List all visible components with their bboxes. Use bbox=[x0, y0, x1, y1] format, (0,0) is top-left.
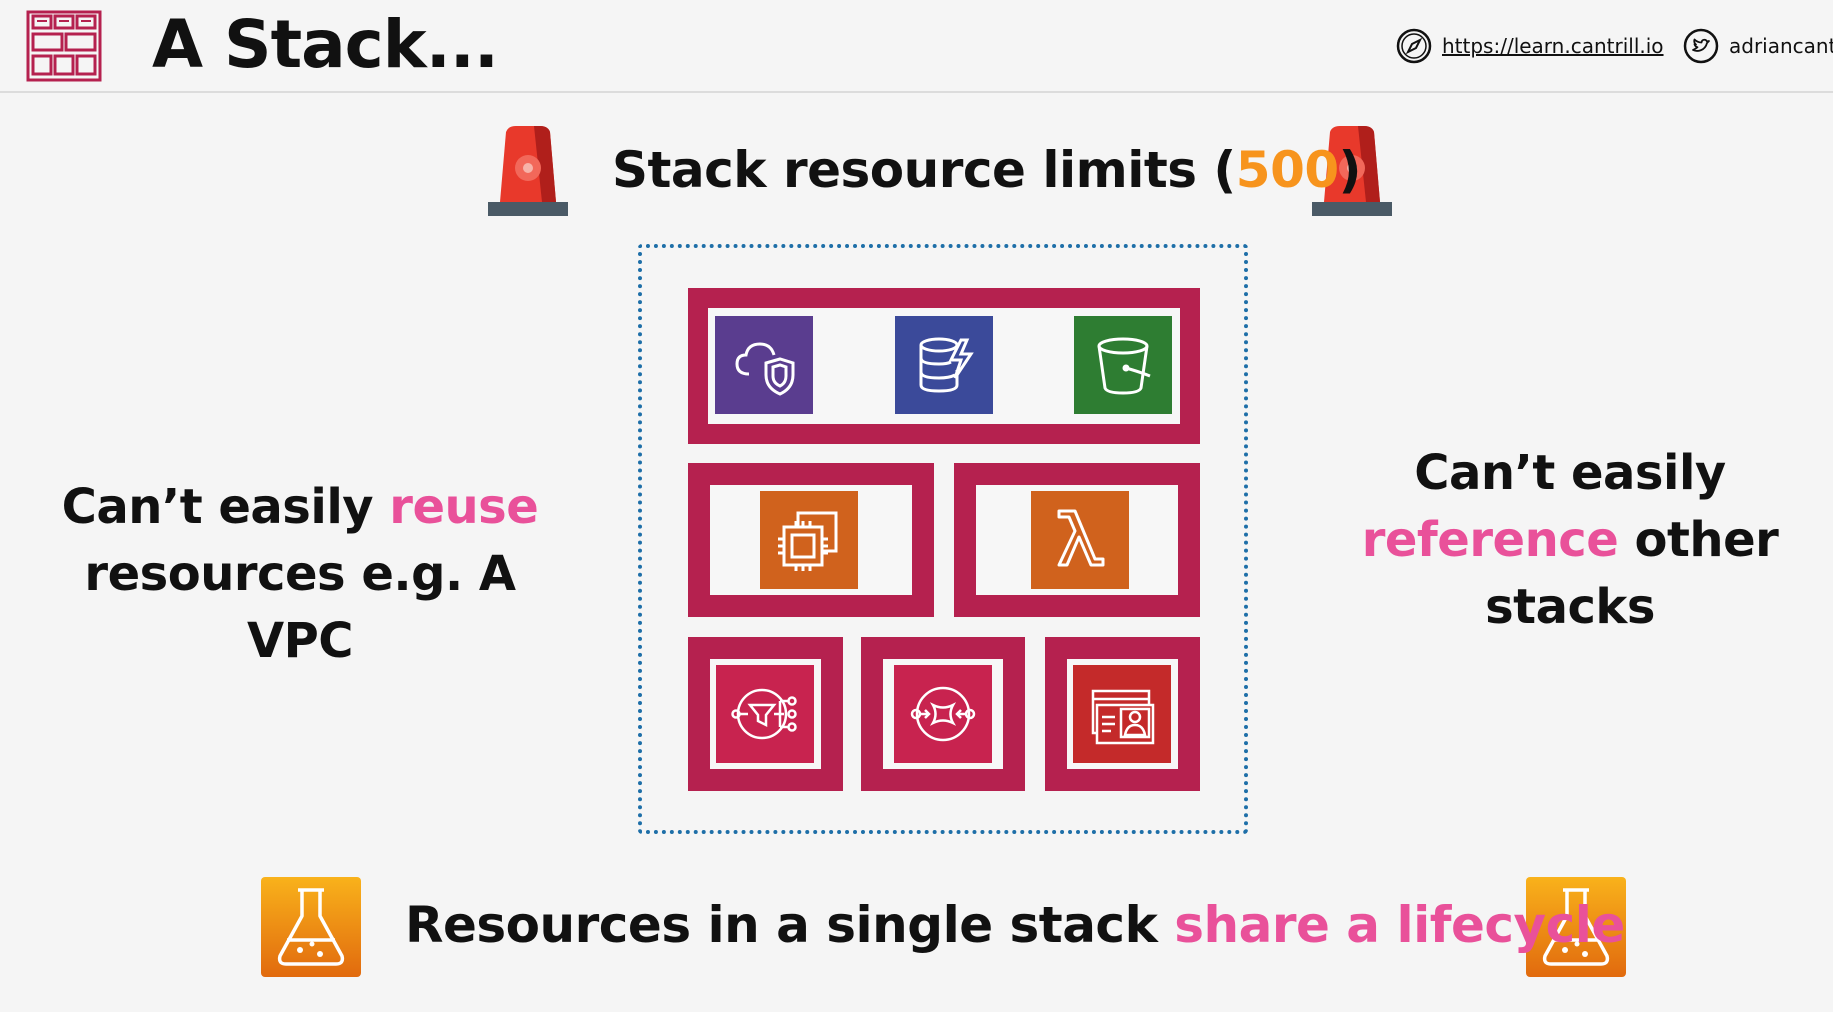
reuse-highlight: reuse bbox=[389, 479, 539, 535]
stack-frame-top bbox=[688, 288, 1200, 444]
stack-frame-mid-right bbox=[954, 463, 1200, 617]
flask-icon bbox=[1526, 877, 1626, 977]
sns-funnel-icon bbox=[716, 665, 814, 763]
sqs-icon bbox=[894, 665, 992, 763]
twitter-icon bbox=[1683, 28, 1719, 64]
site-link[interactable]: https://learn.cantrill.io bbox=[1396, 28, 1664, 64]
siren-icon bbox=[1312, 126, 1392, 216]
s3-bucket-icon bbox=[1074, 316, 1172, 414]
stack-frame-mid-left bbox=[688, 463, 934, 617]
lambda-icon bbox=[1031, 491, 1129, 589]
reference-line1: Can’t easily bbox=[1414, 445, 1726, 501]
dynamodb-icon bbox=[895, 316, 993, 414]
identity-card-icon bbox=[1073, 665, 1171, 763]
stack-frame-bottom-right bbox=[1045, 637, 1200, 791]
reuse-line2: resources e.g. A VPC bbox=[84, 546, 516, 669]
cloud-shield-icon bbox=[715, 316, 813, 414]
reference-suffix: other bbox=[1618, 512, 1779, 568]
reuse-prefix: Can’t easily bbox=[61, 479, 390, 535]
lifecycle-prefix: Resources in a single stack bbox=[405, 896, 1175, 954]
siren-icon bbox=[488, 126, 568, 216]
compass-icon bbox=[1396, 28, 1432, 64]
flask-icon bbox=[261, 877, 361, 977]
stack-frame-bottom-left bbox=[688, 637, 843, 791]
limits-prefix: Stack resource limits ( bbox=[612, 141, 1236, 199]
reuse-resources-text: Can’t easily reuse resources e.g. A VPC bbox=[30, 474, 570, 675]
header: A Stack... https://learn.cantrill.io adr… bbox=[0, 0, 1833, 93]
ec2-chip-icon bbox=[760, 491, 858, 589]
limits-suffix: ) bbox=[1338, 141, 1362, 199]
limits-number: 500 bbox=[1235, 141, 1339, 199]
twitter-handle[interactable]: adriancantrill bbox=[1729, 34, 1833, 58]
twitter-link[interactable]: adriancantrill bbox=[1683, 28, 1833, 64]
reference-stacks-text: Can’t easily reference other stacks bbox=[1330, 440, 1810, 641]
site-link-text[interactable]: https://learn.cantrill.io bbox=[1442, 34, 1664, 58]
reference-highlight: reference bbox=[1361, 512, 1619, 568]
stack-limits-heading: Stack resource limits (500) bbox=[612, 141, 1362, 199]
page-title: A Stack... bbox=[152, 6, 499, 83]
stack-grid-logo-icon bbox=[26, 10, 102, 82]
shared-lifecycle-text: Resources in a single stack share a life… bbox=[405, 896, 1625, 954]
stack-boundary bbox=[638, 244, 1248, 834]
lifecycle-highlight: share a lifecycle bbox=[1174, 896, 1625, 954]
stack-frame-bottom-mid bbox=[861, 637, 1025, 791]
reference-line3: stacks bbox=[1485, 579, 1655, 635]
